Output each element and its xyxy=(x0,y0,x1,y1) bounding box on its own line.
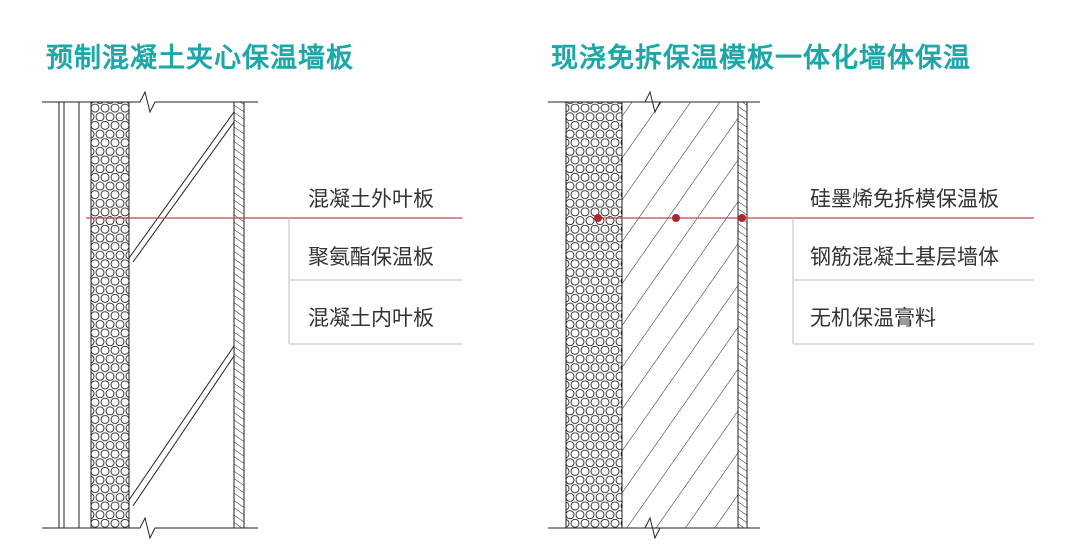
left-inner-leaf-hatch xyxy=(233,101,245,529)
right-label-concrete-wall: 钢筋混凝土基层墙体 xyxy=(810,245,999,269)
right-label-insulation-paste: 无机保温膏料 xyxy=(810,306,936,330)
left-label-inner-leaf: 混凝土内叶板 xyxy=(308,306,434,330)
right-panel-title: 现浇免拆保温模板一体化墙体保温 xyxy=(551,43,971,74)
marker-insulation-paste xyxy=(738,214,746,222)
right-label-box xyxy=(594,214,1034,345)
left-bottom-break-line xyxy=(42,516,258,540)
left-outer-leaf-lines xyxy=(58,102,80,528)
left-label-insulation: 聚氨酯保温板 xyxy=(308,245,434,269)
left-label-box xyxy=(86,217,462,345)
marker-concrete-wall xyxy=(672,214,680,222)
left-label-outer-leaf: 混凝土外叶板 xyxy=(308,187,434,211)
left-wall-section xyxy=(42,90,258,540)
marker-insulation-board xyxy=(594,214,602,222)
left-top-break-line xyxy=(42,90,258,114)
right-concrete-wall xyxy=(621,101,739,529)
left-connector-ties xyxy=(128,111,235,507)
right-insulation-board xyxy=(565,101,623,529)
right-wall-section xyxy=(548,90,760,540)
left-panel-title: 预制混凝土夹心保温墙板 xyxy=(46,43,354,74)
left-insulation-layer xyxy=(90,101,130,529)
right-label-insulation-board: 硅墨烯免拆模保温板 xyxy=(810,187,999,211)
right-insulation-paste xyxy=(737,101,748,529)
